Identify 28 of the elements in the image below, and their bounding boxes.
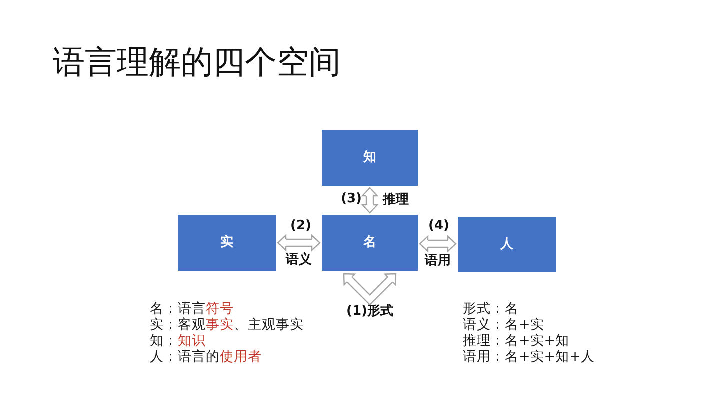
definition-line: 人：语言的使用者: [150, 350, 262, 366]
callout-number: (2): [290, 220, 312, 234]
edge-label: 语义: [285, 254, 313, 268]
concept-box: [322, 130, 418, 186]
edge-label: 推理: [382, 193, 410, 208]
edge-label: 语用: [424, 254, 452, 270]
edge-label: (1)形式: [346, 305, 394, 320]
box-label: 知: [364, 150, 376, 166]
callout-number: (4): [428, 220, 450, 234]
bent-double-arrow: [343, 273, 397, 306]
formula-line: 推理：名+实+知: [463, 334, 570, 350]
box-label: 人: [500, 236, 514, 252]
callout-number: (3): [341, 192, 362, 208]
double-block-arrow: [419, 236, 457, 252]
concept-box: [322, 215, 418, 271]
concept-box: [178, 215, 276, 271]
double-block-arrow: [277, 234, 321, 252]
box-label: 名: [364, 235, 376, 251]
formula-line: 语义：名+实: [463, 318, 544, 334]
concept-box: [458, 217, 556, 272]
definition-line: 名：语言符号: [150, 302, 234, 318]
definition-line: 知：知识: [150, 334, 206, 350]
box-label: 实: [220, 235, 234, 251]
formula-line: 形式：名: [463, 302, 519, 318]
double-block-arrow: [362, 187, 378, 214]
formula-line: 语用：名+实+知+人: [463, 350, 595, 366]
definition-line: 实：客观事实、主观事实: [150, 318, 304, 334]
slide-title: 语言理解的四个空间: [53, 45, 341, 80]
